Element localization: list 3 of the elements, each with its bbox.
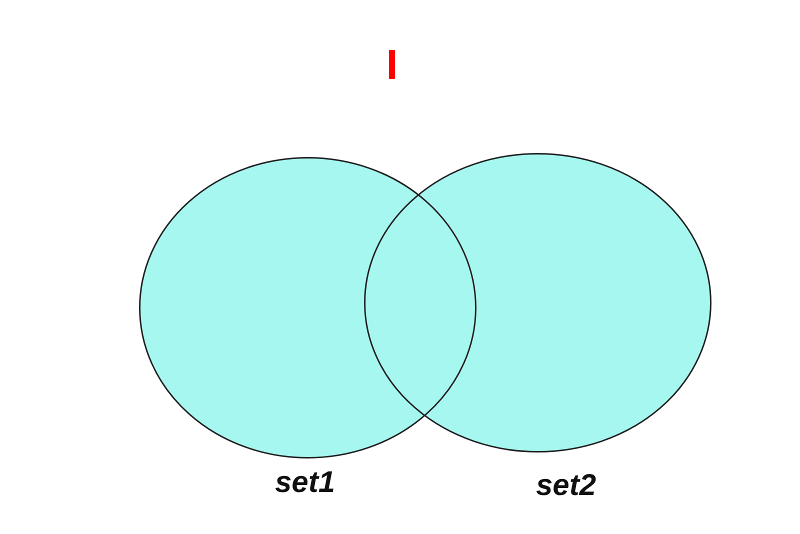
- set-label: set1: [274, 468, 336, 498]
- title: I: [385, 44, 399, 86]
- set-label: set2: [536, 471, 596, 501]
